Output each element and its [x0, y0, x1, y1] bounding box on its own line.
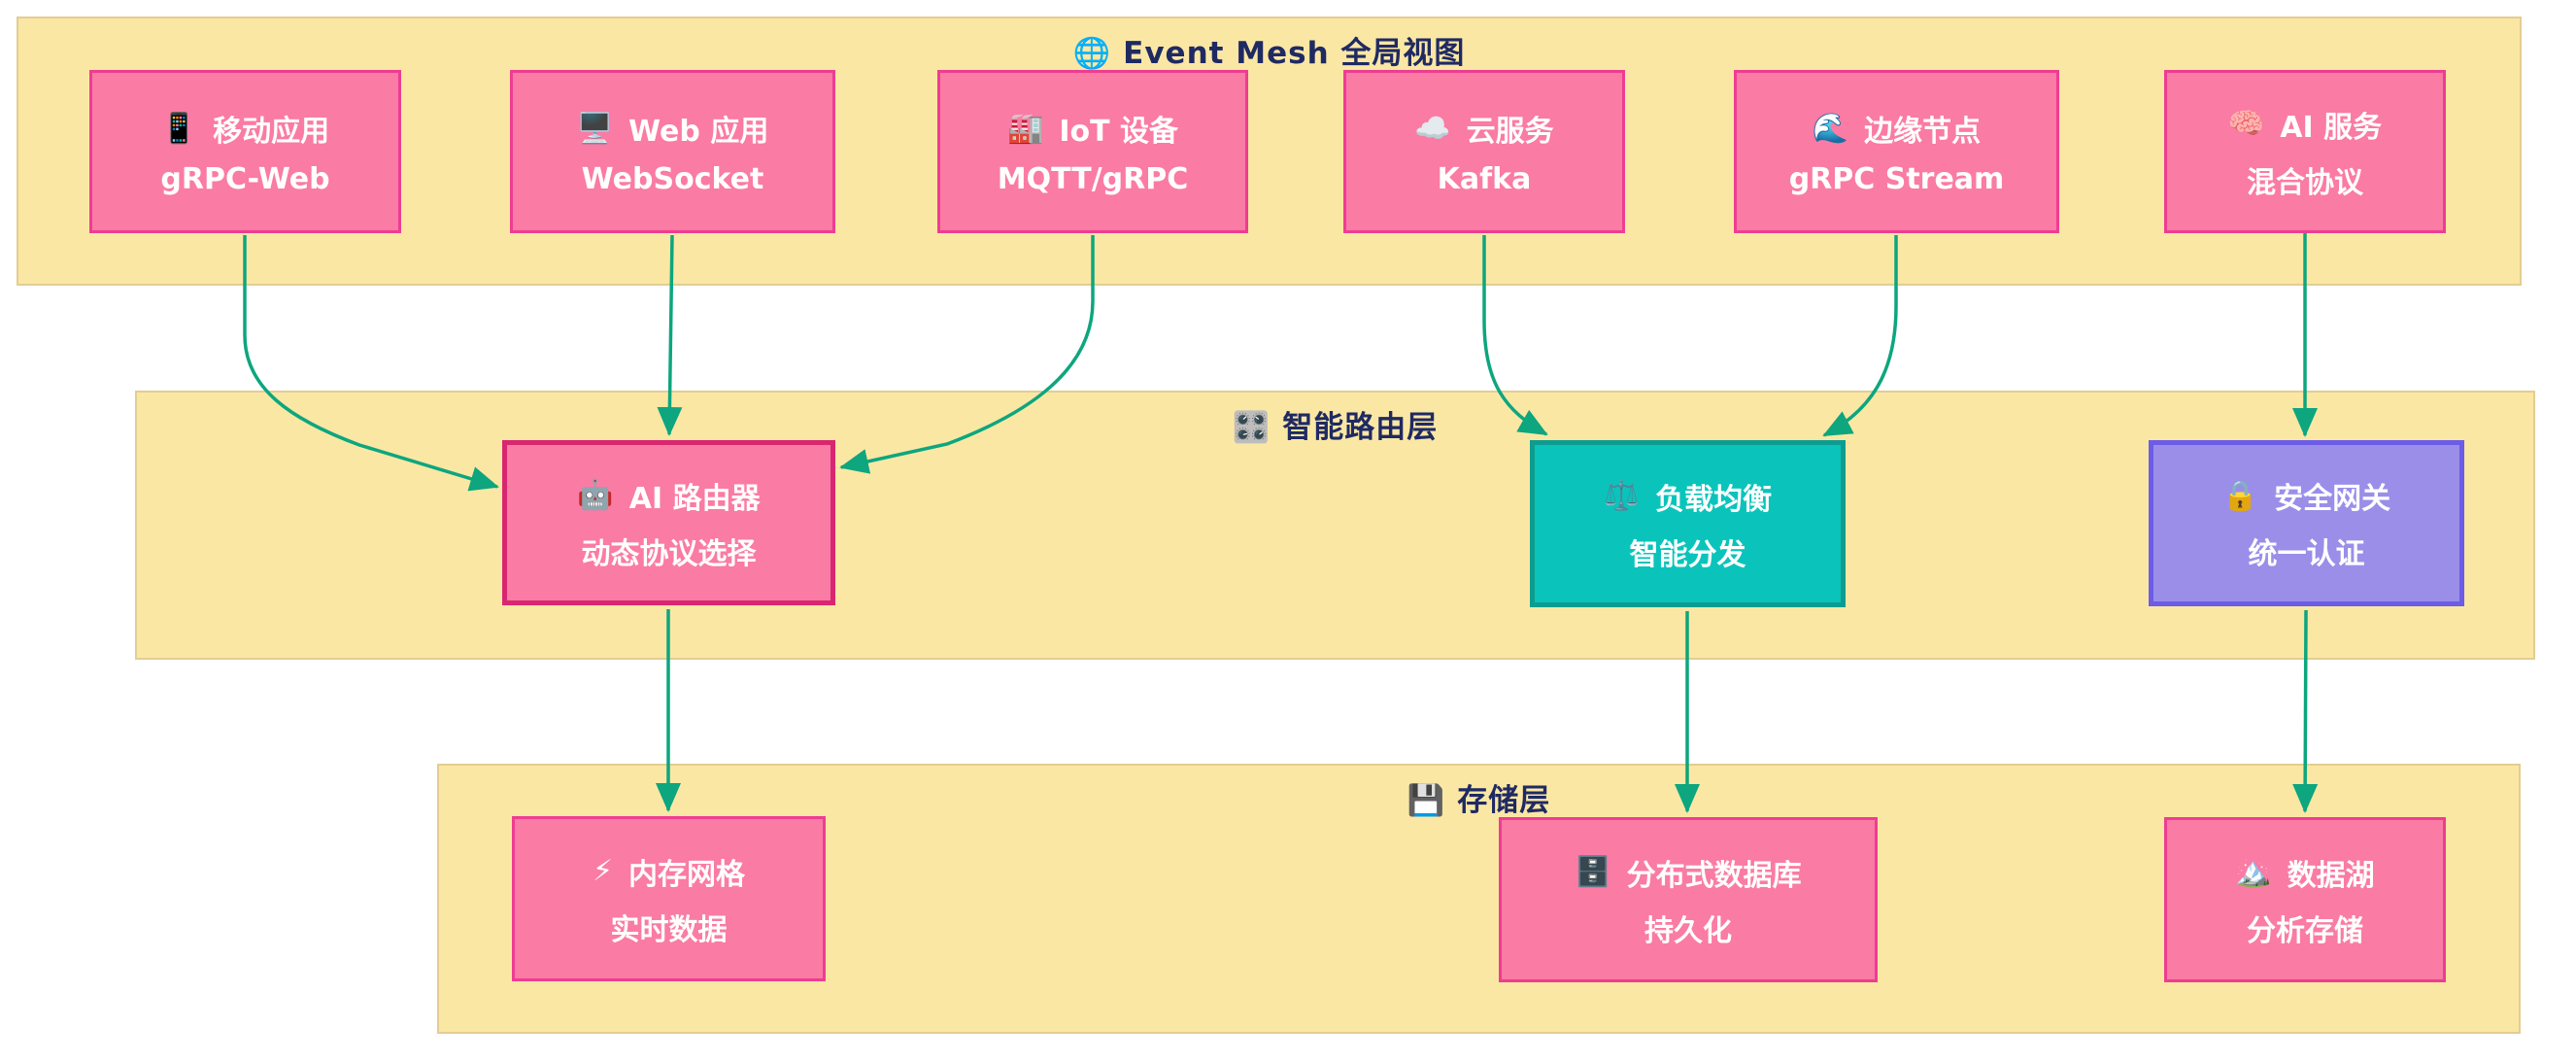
layer-intelligent-routing-title: 🎛️ 智能路由层	[137, 402, 2533, 446]
node-data-lake: 🏔️ 数据湖 分析存储	[2164, 817, 2446, 982]
node-ai-router-title: AI 路由器	[628, 481, 761, 516]
node-security-gateway-title: 安全网关	[2274, 482, 2391, 516]
high-voltage-icon: ⚡	[592, 854, 614, 888]
node-load-balancer-subtitle: 智能分发	[1629, 537, 1746, 572]
node-iot-device-subtitle: MQTT/gRPC	[997, 162, 1189, 196]
node-mobile-app-title: 移动应用	[213, 115, 330, 149]
node-load-balancer-title: 负载均衡	[1655, 482, 1773, 517]
desktop-computer-icon: 🖥️	[576, 111, 614, 146]
node-security-gateway-subtitle: 统一认证	[2248, 537, 2365, 571]
node-security-gateway: 🔒 安全网关 统一认证	[2149, 440, 2464, 606]
node-web-app-subtitle: WebSocket	[581, 162, 764, 196]
lock-icon: 🔒	[2221, 478, 2259, 513]
node-data-lake-title: 数据湖	[2287, 858, 2375, 893]
node-cloud-service-title: 云服务	[1466, 115, 1554, 149]
node-web-app-title: Web 应用	[628, 115, 769, 149]
node-edge-node: 🌊 边缘节点 gRPC Stream	[1734, 70, 2059, 233]
layer-storage-title: 💾 存储层	[439, 775, 2519, 819]
node-edge-node-title: 边缘节点	[1864, 115, 1982, 149]
layer-event-mesh-title-text: Event Mesh 全局视图	[1123, 36, 1466, 71]
snow-capped-mountain-icon: 🏔️	[2235, 855, 2272, 889]
floppy-disk-icon: 💾	[1407, 783, 1446, 818]
node-memory-grid-title: 内存网格	[628, 857, 746, 892]
node-cloud-service: ☁️ 云服务 Kafka	[1343, 70, 1625, 233]
node-iot-device: 🏭 IoT 设备 MQTT/gRPC	[937, 70, 1248, 233]
factory-icon: 🏭	[1006, 111, 1044, 146]
node-cloud-service-subtitle: Kafka	[1437, 162, 1532, 196]
robot-icon: 🤖	[577, 478, 614, 512]
node-memory-grid: ⚡ 内存网格 实时数据	[512, 816, 826, 981]
layer-intelligent-routing-title-text: 智能路由层	[1282, 410, 1439, 445]
node-mobile-app: 📱 移动应用 gRPC-Web	[89, 70, 401, 233]
node-ai-service: 🧠 AI 服务 混合协议	[2164, 70, 2446, 233]
globe-icon: 🌐	[1072, 36, 1112, 71]
node-data-lake-subtitle: 分析存储	[2247, 913, 2363, 948]
wave-icon: 🌊	[1812, 111, 1849, 146]
cloud-icon: ☁️	[1414, 111, 1451, 146]
layer-storage-title-text: 存储层	[1457, 783, 1551, 818]
mobile-phone-icon: 📱	[160, 111, 198, 146]
node-ai-router-subtitle: 动态协议选择	[581, 536, 757, 571]
node-iot-device-title: IoT 设备	[1059, 115, 1179, 149]
node-distributed-database-title: 分布式数据库	[1626, 858, 1802, 893]
node-memory-grid-subtitle: 实时数据	[610, 912, 728, 947]
node-ai-service-title: AI 服务	[2280, 110, 2383, 145]
node-load-balancer: ⚖️ 负载均衡 智能分发	[1530, 440, 1846, 607]
layer-event-mesh-title: 🌐 Event Mesh 全局视图	[18, 28, 2520, 72]
node-distributed-database-subtitle: 持久化	[1644, 913, 1732, 948]
node-ai-service-subtitle: 混合协议	[2247, 165, 2363, 200]
node-ai-router: 🤖 AI 路由器 动态协议选择	[502, 440, 835, 605]
node-edge-node-subtitle: gRPC Stream	[1788, 162, 2005, 196]
node-mobile-app-subtitle: gRPC-Web	[160, 162, 330, 196]
node-distributed-database: 🗄️ 分布式数据库 持久化	[1499, 817, 1878, 982]
file-cabinet-icon: 🗄️	[1575, 855, 1611, 889]
balance-scale-icon: ⚖️	[1603, 479, 1641, 513]
node-web-app: 🖥️ Web 应用 WebSocket	[510, 70, 835, 233]
brain-icon: 🧠	[2227, 107, 2265, 141]
control-knobs-icon: 🎛️	[1232, 410, 1271, 445]
